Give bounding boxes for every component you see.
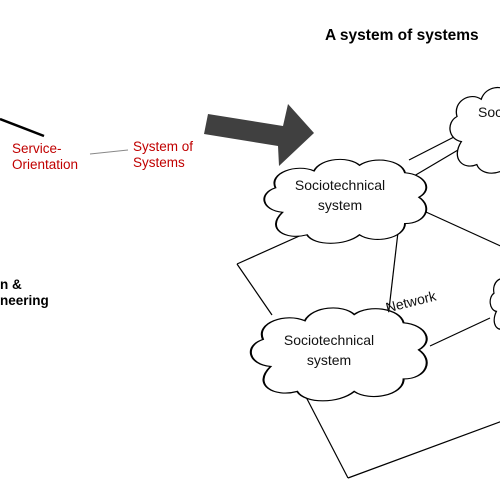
service-orientation-label: Service- Orientation (12, 141, 79, 172)
cloud-label-bottom: Sociotechnical system (283, 332, 375, 368)
cloud-label-top: Sociotechnical system (294, 177, 386, 213)
transition-arrow (204, 104, 314, 166)
system-of-systems-label: System of Systems (133, 139, 194, 170)
sociotechnical-cloud-right (450, 88, 500, 174)
truncated-engineering-label: n & neering (0, 277, 49, 308)
diagram-title: A system of systems (325, 27, 479, 44)
partial-diagonal-line (0, 117, 45, 138)
partial-cloud-edge (490, 272, 500, 334)
cloud-label-right: Soc (478, 104, 500, 120)
orientation-connector-line (89, 149, 129, 155)
